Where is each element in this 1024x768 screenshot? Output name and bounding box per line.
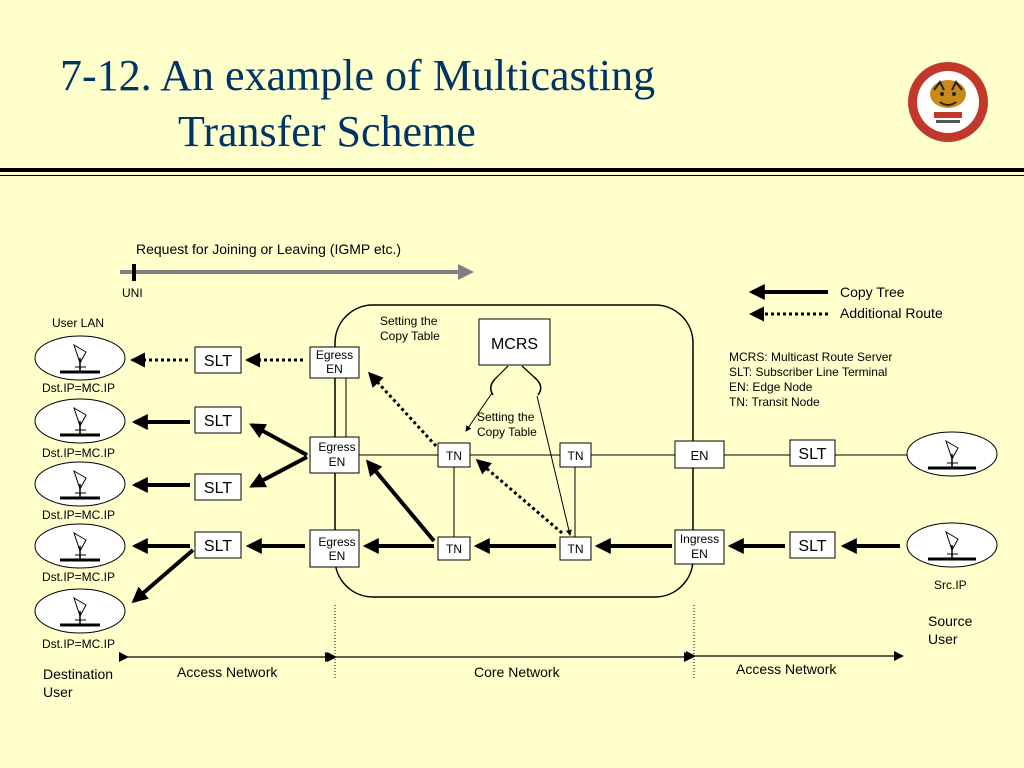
egress-en-1	[309, 346, 360, 379]
slt-source-top	[789, 439, 836, 467]
slide-title: 7-12. An example of Multicasting Transfe…	[60, 48, 655, 160]
src-host-top	[906, 431, 998, 477]
slt-3	[194, 473, 242, 501]
mcrs-signal-left	[496, 365, 509, 378]
dst-label-5: Dst.IP=MC.IP	[42, 637, 115, 651]
antenna-icon	[60, 596, 100, 627]
mcrs-signal-right-arc	[533, 376, 542, 396]
slt-1-label: SLT	[204, 353, 232, 370]
dst-label-4: Dst.IP=MC.IP	[42, 570, 115, 584]
ingress-en	[674, 529, 725, 565]
def-mcrs: MCRS: Multicast Route Server	[729, 350, 892, 364]
slt-source-bottom	[789, 531, 836, 559]
dst-host-4	[34, 523, 126, 569]
tn-lower-right-label: TN	[568, 542, 584, 556]
copy-tree-egress2-to-slt2	[249, 423, 308, 457]
copy-tree-tn-to-egress2	[365, 459, 436, 543]
antenna-icon	[60, 531, 100, 562]
egress-en-3-line-1: Egress	[318, 535, 355, 549]
egress-en-2-line-1: Egress	[318, 440, 355, 454]
copy-tree-egress2-to-slt3	[249, 455, 308, 488]
dst-host-1	[34, 335, 126, 381]
tn-upper-right	[559, 442, 592, 468]
tn-upper-right-label: TN	[568, 449, 584, 463]
slt-2	[194, 406, 242, 434]
antenna-icon	[928, 530, 976, 561]
egress-en-1-line-1: Egress	[316, 348, 353, 362]
title-rule	[0, 168, 1024, 172]
user-lan-label: User LAN	[52, 316, 104, 330]
title-line-1: 7-12. An example of Multicasting	[60, 51, 656, 100]
source-user-line-1: Source	[928, 613, 973, 629]
copy-tree-slt4-to-host5	[131, 548, 195, 604]
tn-upper-left-label: TN	[446, 449, 462, 463]
antenna-icon	[60, 343, 100, 374]
egress-en-2	[309, 436, 360, 474]
antenna-icon	[60, 406, 100, 437]
ingress-en-line-1: Ingress	[680, 532, 719, 546]
setting-copy-table-1-line-1: Setting the	[380, 314, 438, 328]
egress-en-3	[309, 529, 360, 568]
access-network-right-label: Access Network	[736, 661, 837, 677]
slt-3-label: SLT	[204, 480, 232, 497]
title-line-2: Transfer Scheme	[178, 107, 476, 156]
dst-label-3: Dst.IP=MC.IP	[42, 508, 115, 522]
slt-source-top-label: SLT	[798, 446, 826, 463]
def-slt: SLT: Subscriber Line Terminal	[729, 365, 887, 379]
additional-route-tn-to-egress	[367, 371, 438, 448]
slt-4	[194, 531, 242, 559]
setting-copy-table-2-line-1: Setting the	[477, 410, 535, 424]
dst-host-2	[34, 398, 126, 444]
slt-4-label: SLT	[204, 538, 232, 555]
en-node-label: EN	[690, 448, 708, 463]
destination-user-line-1: Destination	[43, 666, 113, 682]
mcrs-label: MCRS	[491, 336, 538, 353]
tn-lower-left	[437, 536, 471, 561]
mcrs-node	[478, 318, 551, 366]
egress-en-1-line-2: EN	[326, 362, 343, 376]
request-label: Request for Joining or Leaving (IGMP etc…	[136, 241, 401, 257]
def-en: EN: Edge Node	[729, 380, 813, 394]
uni-label: UNI	[122, 286, 143, 300]
antenna-icon	[928, 439, 976, 470]
core-network-label: Core Network	[474, 664, 561, 680]
src-host-bottom	[906, 522, 998, 568]
egress-en-3-line-2: EN	[329, 549, 346, 563]
dst-host-3	[34, 461, 126, 507]
antenna-icon	[60, 469, 100, 500]
mcrs-signal-right	[521, 365, 535, 378]
korea-university-logo	[908, 62, 988, 142]
legend-copy-tree: Copy Tree	[840, 284, 905, 300]
dst-label-1: Dst.IP=MC.IP	[42, 381, 115, 395]
dst-host-5	[34, 588, 126, 634]
dst-label-2: Dst.IP=MC.IP	[42, 446, 115, 460]
src-ip-label: Src.IP	[934, 578, 967, 592]
slt-source-bottom-label: SLT	[798, 538, 826, 555]
setting-copy-table-1-line-2: Copy Table	[380, 329, 440, 343]
tn-lower-left-label: TN	[446, 542, 462, 556]
slt-1	[194, 346, 242, 374]
slt-2-label: SLT	[204, 413, 232, 430]
title-rule-thin	[0, 175, 1024, 176]
tn-upper-left	[437, 442, 471, 468]
def-tn: TN: Transit Node	[729, 395, 820, 409]
en-node	[674, 440, 725, 469]
tn-lower-right	[559, 536, 592, 561]
control-line-to-tn-lower	[536, 395, 572, 536]
egress-en-2-line-2: EN	[329, 455, 346, 469]
destination-user-line-2: User	[43, 684, 73, 700]
access-network-left-label: Access Network	[177, 664, 278, 680]
ingress-en-line-2: EN	[691, 547, 708, 561]
source-user-line-2: User	[928, 631, 958, 647]
legend-additional-route: Additional Route	[840, 305, 943, 321]
control-line-to-tn-upper	[465, 392, 493, 432]
additional-route-tn-lower-to-upper	[475, 459, 563, 535]
mcrs-signal-left-arc	[490, 376, 498, 396]
setting-copy-table-2-line-2: Copy Table	[477, 425, 537, 439]
